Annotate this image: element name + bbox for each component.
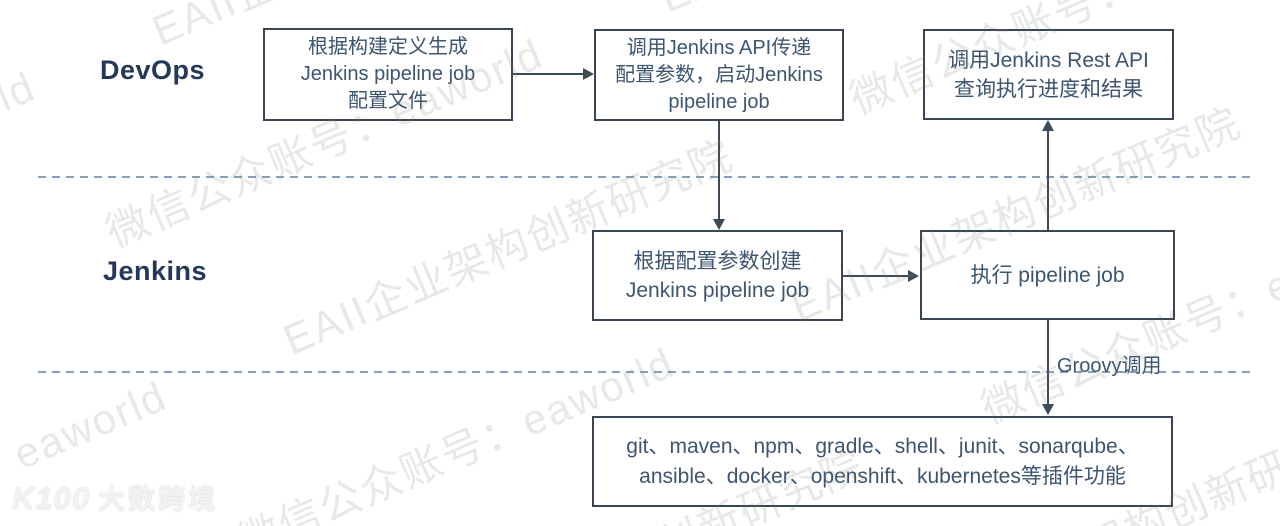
box-line: 调用Jenkins Rest API <box>948 48 1149 72</box>
arrowhead-down-icon <box>713 219 725 230</box>
box-line: 根据配置参数创建 <box>633 249 802 273</box>
arrowhead-right-icon <box>908 270 919 282</box>
brand-logo: K100 大数跨境 <box>12 477 218 516</box>
groovy-call-label: Groovy调用 <box>1057 355 1162 377</box>
arrow-run-to-plugins <box>1047 320 1049 405</box>
arrow-create-to-run <box>843 275 909 277</box>
box-line: ansible、docker、openshift、kubernetes等插件功能 <box>639 464 1126 488</box>
box-line: pipeline job <box>668 90 770 113</box>
lane-label-devops: DevOps <box>100 55 206 85</box>
box-call-jenkins-api: 调用Jenkins API传递 配置参数，启动Jenkins pipeline … <box>594 29 844 121</box>
box-run-pipeline-job: 执行 pipeline job <box>920 230 1175 320</box>
lane-separator-top <box>38 176 1254 178</box>
arrowhead-down-icon <box>1042 404 1054 415</box>
box-line: 配置参数，启动Jenkins <box>615 63 823 86</box>
box-line: 执行 pipeline job <box>970 263 1125 287</box>
box-generate-config: 根据构建定义生成 Jenkins pipeline job 配置文件 <box>263 28 513 121</box>
box-create-pipeline-job: 根据配置参数创建 Jenkins pipeline job <box>592 230 843 321</box>
arrow-call-to-create <box>718 121 720 220</box>
box-line: 查询执行进度和结果 <box>954 77 1143 101</box>
arrow-generate-to-call <box>513 73 584 75</box>
arrow-run-to-query <box>1047 130 1049 230</box>
box-line: Jenkins pipeline job <box>300 63 476 85</box>
lane-separator-bottom <box>38 371 1254 373</box>
box-line: 根据构建定义生成 <box>308 36 468 58</box>
box-query-rest-api: 调用Jenkins Rest API 查询执行进度和结果 <box>923 29 1174 120</box>
brand-logo-text: 大数跨境 <box>98 484 219 514</box>
box-line: git、maven、npm、gradle、shell、junit、sonarqu… <box>626 434 1139 458</box>
arrowhead-up-icon <box>1042 120 1054 131</box>
box-plugin-capabilities: git、maven、npm、gradle、shell、junit、sonarqu… <box>592 416 1173 507</box>
box-line: 调用Jenkins API传递 <box>626 36 812 59</box>
brand-logo-mark: K100 <box>12 480 91 515</box>
lane-label-jenkins: Jenkins <box>103 256 208 286</box>
box-line: 配置文件 <box>348 90 428 112</box>
arrowhead-right-icon <box>583 68 594 80</box>
box-line: Jenkins pipeline job <box>625 278 810 302</box>
